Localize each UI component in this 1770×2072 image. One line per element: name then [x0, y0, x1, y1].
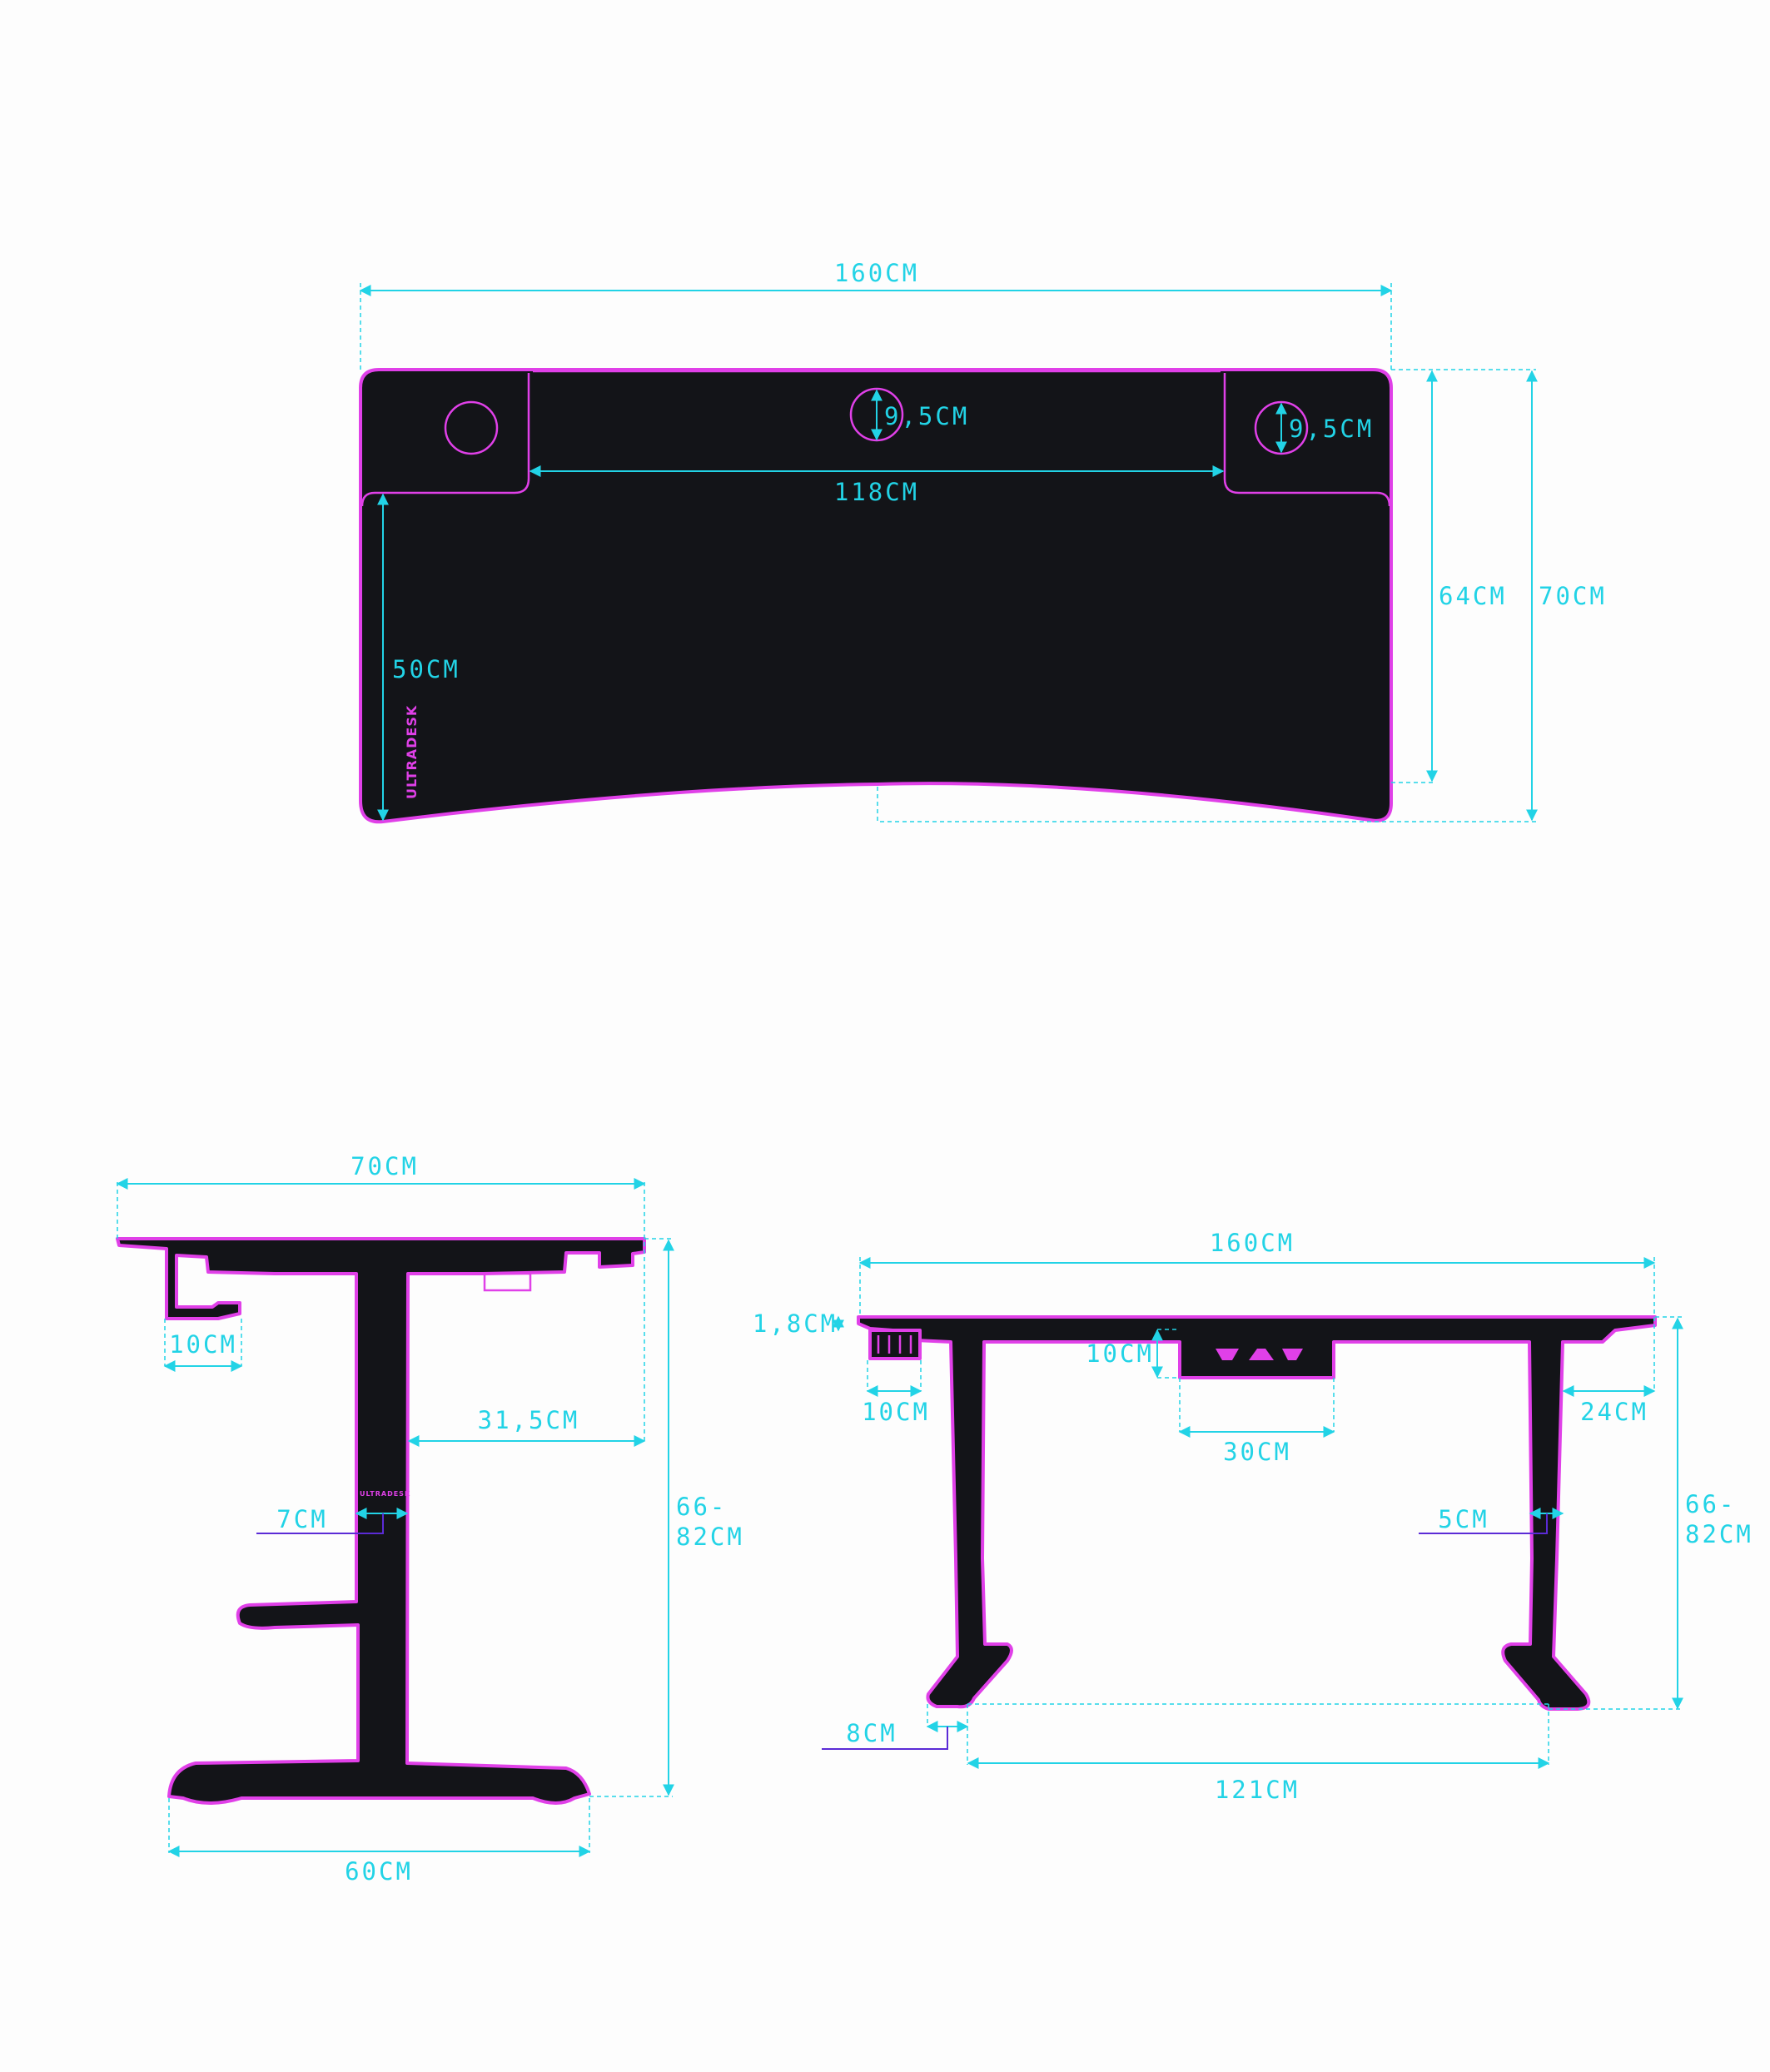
cable-tray-panel	[360, 373, 530, 507]
label-total-depth: 70CM	[1539, 582, 1607, 610]
label-front-height-1: 66-	[1685, 1490, 1736, 1518]
label-grommet-right: 9,5CM	[1289, 415, 1374, 443]
side-desk-outline	[116, 1237, 646, 1805]
desktop-top-outline	[359, 368, 1393, 824]
label-front-foot: 8CM	[846, 1719, 897, 1747]
label-overhang: 31,5CM	[478, 1406, 580, 1434]
top-view: ULTRADESK 160CM 118CM 9,5CM 9,5CM 50CM 6…	[359, 259, 1607, 824]
label-front-overhang: 24CM	[1580, 1398, 1648, 1426]
label-front-width: 160CM	[1210, 1229, 1295, 1257]
label-foot: 60CM	[345, 1857, 413, 1886]
label-front-column: 5CM	[1438, 1505, 1489, 1533]
label-side-depth: 70CM	[351, 1152, 419, 1180]
label-leg-span: 121CM	[1215, 1776, 1300, 1804]
grommet-left	[444, 400, 499, 455]
cable-tray-panel-right	[1223, 373, 1391, 507]
svg-text:ULTRADESK: ULTRADESK	[360, 1490, 410, 1498]
front-view: 160CM 1,8CM 10CM 10CM 30CM 24CM 5CM 66- …	[753, 1229, 1753, 1804]
side-view: ULTRADESK 70CM 10CM 31,5CM 7CM 66- 82CM …	[116, 1152, 744, 1886]
label-height-2: 82CM	[676, 1523, 744, 1551]
front-desk-outline	[857, 1315, 1657, 1711]
label-front-height-2: 82CM	[1685, 1520, 1753, 1548]
label-holder: 10CM	[862, 1398, 930, 1426]
label-box-height: 10CM	[1086, 1339, 1154, 1368]
label-center-depth: 64CM	[1439, 582, 1507, 610]
svg-text:ULTRADESK: ULTRADESK	[404, 705, 420, 799]
label-thickness: 1,8CM	[753, 1309, 838, 1338]
ultradesk-logo: ULTRADESK	[404, 705, 420, 799]
label-box-width: 30CM	[1223, 1438, 1291, 1466]
label-height-1: 66-	[676, 1493, 727, 1521]
side-control-box	[483, 1272, 532, 1292]
label-tray: 118CM	[834, 478, 919, 506]
label-column: 7CM	[276, 1505, 327, 1533]
label-hook: 10CM	[169, 1330, 237, 1359]
label-width: 160CM	[834, 259, 919, 287]
box-ports	[1216, 1349, 1303, 1360]
grommet-right	[1254, 400, 1309, 455]
column-logo: ULTRADESK	[360, 1490, 410, 1498]
label-grommet-center: 9,5CM	[884, 402, 969, 430]
label-inner-depth: 50CM	[392, 655, 460, 683]
